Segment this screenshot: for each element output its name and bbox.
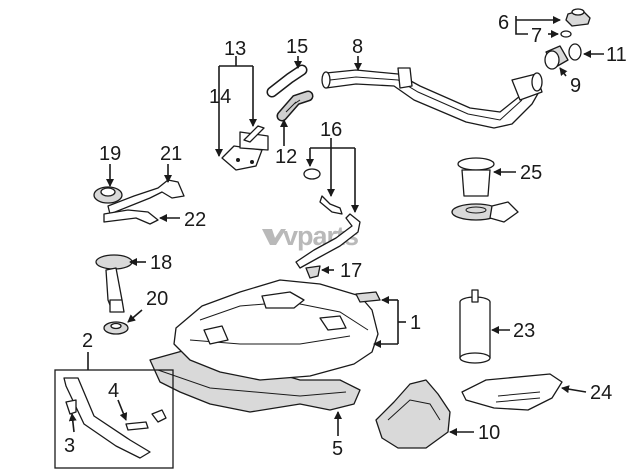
part-cover-10 bbox=[375, 379, 451, 449]
callout-14[interactable]: 14 bbox=[209, 86, 231, 108]
callout-5[interactable]: 5 bbox=[332, 438, 343, 460]
part-cap-gasket bbox=[560, 30, 572, 38]
callout-18[interactable]: 18 bbox=[150, 252, 172, 274]
callout-12[interactable]: 12 bbox=[275, 146, 297, 168]
part-retainer-19 bbox=[93, 186, 123, 204]
part-filler-neck bbox=[544, 43, 582, 70]
callout-19[interactable]: 19 bbox=[99, 143, 121, 165]
part-fuel-filter-23 bbox=[459, 289, 491, 364]
callout-13[interactable]: 13 bbox=[224, 38, 246, 60]
part-fuel-tank bbox=[149, 279, 381, 413]
callout-2[interactable]: 2 bbox=[82, 330, 93, 352]
callout-15[interactable]: 15 bbox=[286, 36, 308, 58]
callout-25[interactable]: 25 bbox=[520, 162, 542, 184]
part-oring-16 bbox=[303, 168, 321, 180]
part-hose-15 bbox=[266, 64, 308, 98]
callout-23[interactable]: 23 bbox=[513, 320, 535, 342]
callout-17[interactable]: 17 bbox=[340, 260, 362, 282]
part-strap-22 bbox=[103, 209, 159, 225]
part-fuel-sender-25 bbox=[451, 157, 519, 223]
callout-6[interactable]: 6 bbox=[498, 12, 509, 34]
callout-labels: 6 7 11 9 8 15 13 14 12 16 17 19 21 22 25… bbox=[64, 12, 627, 460]
part-heat-shield-24 bbox=[461, 373, 563, 411]
callout-9[interactable]: 9 bbox=[570, 75, 581, 97]
callout-10[interactable]: 10 bbox=[478, 422, 500, 444]
watermark-logo-shape bbox=[262, 229, 286, 245]
part-grommet-17 bbox=[305, 265, 321, 279]
callout-8[interactable]: 8 bbox=[352, 36, 363, 58]
part-fuel-cap bbox=[565, 8, 591, 27]
part-strap-21 bbox=[107, 179, 185, 215]
callout-11[interactable]: 11 bbox=[606, 44, 627, 66]
part-filler-pipe bbox=[321, 67, 543, 129]
callout-1[interactable]: 1 bbox=[410, 312, 421, 334]
part-pump-bracket-18 bbox=[95, 254, 133, 313]
callout-7[interactable]: 7 bbox=[531, 25, 542, 47]
callout-22[interactable]: 22 bbox=[184, 209, 206, 231]
callout-21[interactable]: 21 bbox=[160, 143, 182, 165]
part-vent-valve bbox=[221, 125, 269, 171]
part-bushing-20 bbox=[103, 321, 129, 335]
callout-24[interactable]: 24 bbox=[590, 382, 612, 404]
leader-lines bbox=[68, 16, 604, 436]
part-strap-box bbox=[54, 369, 174, 469]
part-hose-12 bbox=[276, 90, 314, 122]
callout-20[interactable]: 20 bbox=[146, 288, 168, 310]
part-hose-16 bbox=[295, 195, 361, 269]
callout-16[interactable]: 16 bbox=[320, 119, 342, 141]
callout-3[interactable]: 3 bbox=[64, 435, 75, 457]
callout-4[interactable]: 4 bbox=[108, 380, 119, 402]
